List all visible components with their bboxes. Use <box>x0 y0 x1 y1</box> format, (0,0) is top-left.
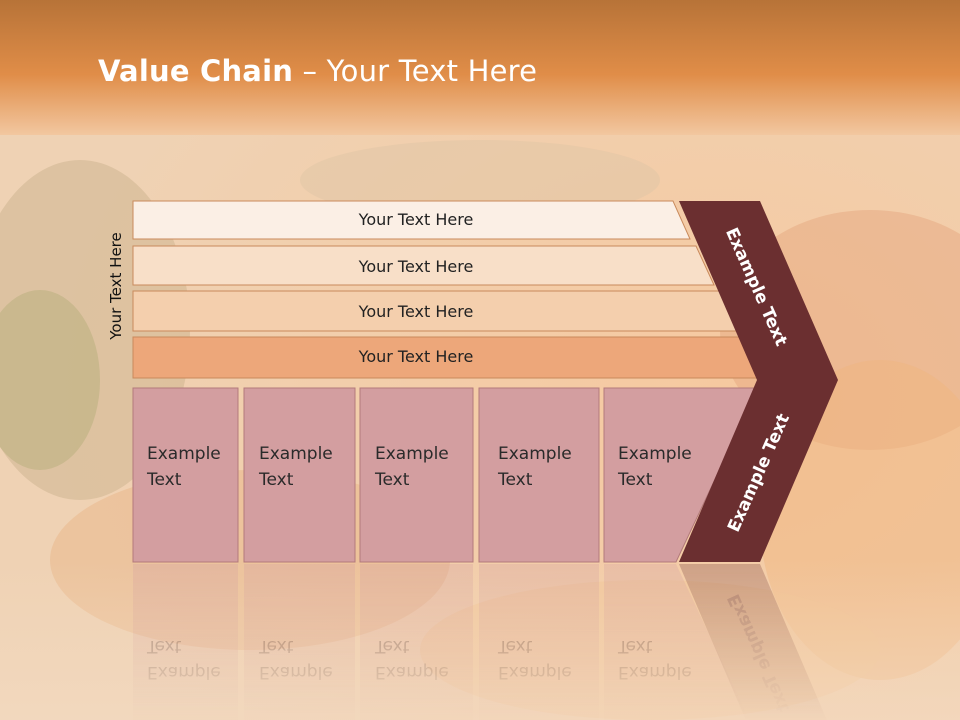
row-1: Your Text Here <box>132 200 691 240</box>
cell-4-box <box>478 387 600 563</box>
cell-1-box <box>132 387 239 563</box>
cell-3-line1: Example <box>375 444 449 464</box>
cell-5: Example Text <box>603 387 759 563</box>
title-bold: Value Chain <box>98 54 294 88</box>
reflection-cell-2-line1: Example <box>259 662 333 682</box>
cell-2: Example Text <box>243 387 356 563</box>
reflection-cell-2-line2: Text <box>258 636 294 656</box>
row-3: Your Text Here <box>132 290 740 332</box>
reflection-cell-3-line2: Text <box>374 636 410 656</box>
cell-1-line2: Text <box>146 470 182 490</box>
cell-5-line2: Text <box>617 470 653 490</box>
row-4: Your Text Here <box>132 336 764 379</box>
cell-5-line1: Example <box>618 444 692 464</box>
cell-2-box <box>243 387 356 563</box>
reflection-cell-4-line2: Text <box>497 636 533 656</box>
reflection-cell-3-line1: Example <box>375 662 449 682</box>
row-2: Your Text Here <box>132 245 715 286</box>
cell-3: Example Text <box>359 387 474 563</box>
title-rest: – Your Text Here <box>293 54 538 88</box>
row-3-label: Your Text Here <box>358 302 474 321</box>
reflection: Example Text Example Text Example Text E… <box>133 564 827 720</box>
chevron-arrow <box>679 201 838 562</box>
reflection-cell-5-line2: Text <box>617 636 653 656</box>
row-4-label: Your Text Here <box>358 347 474 366</box>
cell-2-line2: Text <box>258 470 294 490</box>
cell-4: Example Text <box>478 387 600 563</box>
row-2-label: Your Text Here <box>358 257 474 276</box>
reflection-cell-1-line2: Text <box>146 636 182 656</box>
cell-1-line1: Example <box>147 444 221 464</box>
cell-5-box <box>603 387 759 563</box>
row-1-label: Your Text Here <box>358 210 474 229</box>
reflection-cell-5-line1: Example <box>618 662 692 682</box>
cell-4-line1: Example <box>498 444 572 464</box>
reflection-cell-4-line1: Example <box>498 662 572 682</box>
page-title: Value Chain – Your Text Here <box>98 54 537 88</box>
reflection-cell-1-line1: Example <box>147 662 221 682</box>
cell-3-line2: Text <box>374 470 410 490</box>
cell-3-box <box>359 387 474 563</box>
cell-4-line2: Text <box>497 470 533 490</box>
row-1-shape <box>132 200 691 240</box>
cell-1: Example Text <box>132 387 239 563</box>
row-2-shape <box>132 245 715 286</box>
cell-2-line1: Example <box>259 444 333 464</box>
